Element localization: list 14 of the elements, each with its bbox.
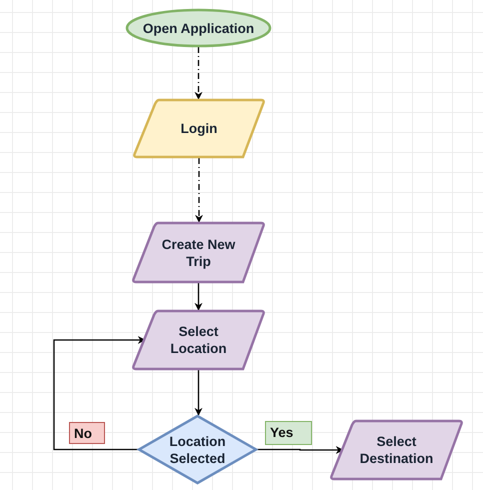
node-label: Select Destination (358, 433, 434, 467)
arrow (195, 158, 203, 223)
arrow (257, 446, 344, 454)
arrow (53, 336, 146, 450)
node-label: Select Location (169, 323, 228, 357)
edge-label: No (69, 422, 105, 444)
edge-label: Yes (265, 421, 312, 445)
node-label: Create New Trip (160, 236, 236, 270)
arrow (194, 370, 202, 416)
arrow (194, 283, 202, 311)
arrow (194, 47, 202, 100)
node-label: Location Selected (168, 432, 227, 466)
node-label: Open Application (142, 20, 254, 36)
node-label: Login (180, 120, 218, 137)
